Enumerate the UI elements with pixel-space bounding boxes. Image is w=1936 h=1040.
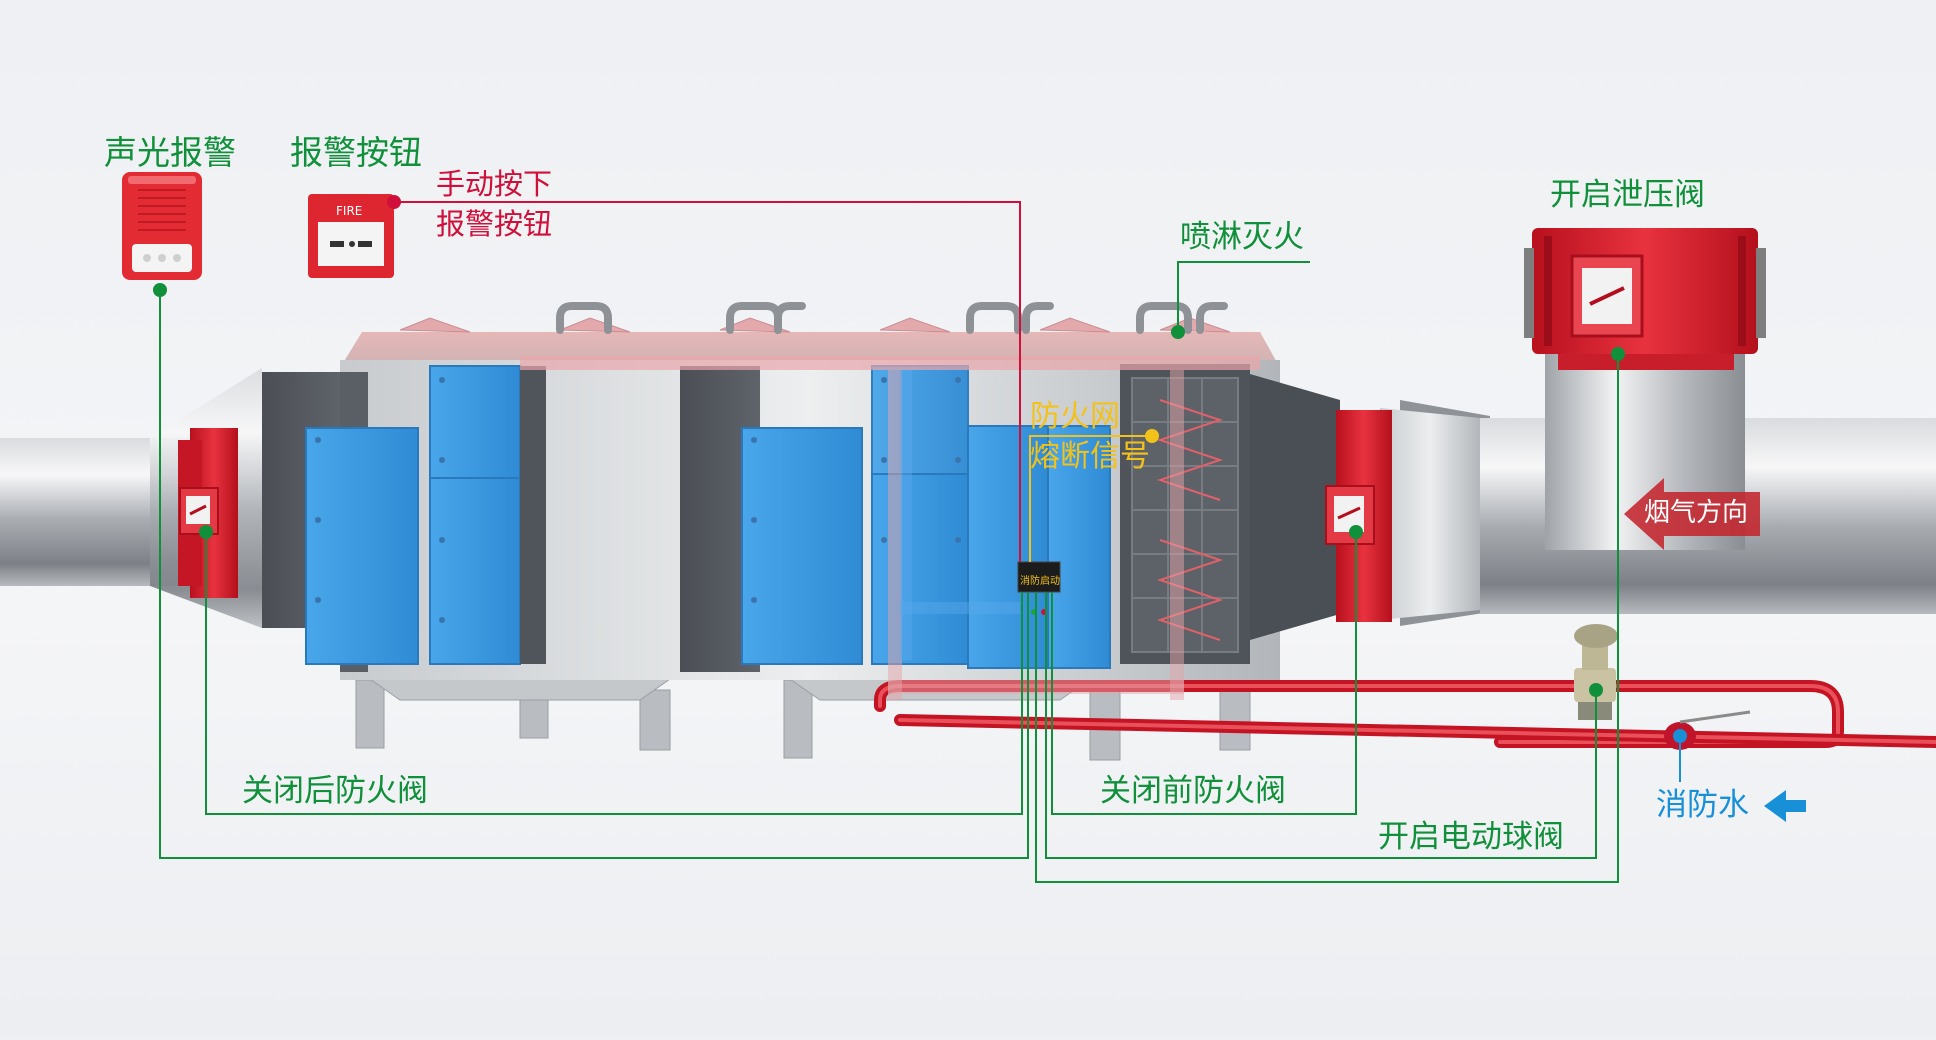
alarm-button-label: 报警按钮 <box>290 133 422 172</box>
fire-control-box <box>1017 561 1061 615</box>
rear-fire-damper <box>178 428 238 598</box>
signal-lines <box>159 201 1681 883</box>
alarm-button-device <box>308 194 394 278</box>
open-relief-valve-label: 开启泄压阀 <box>1550 177 1705 213</box>
front-fire-damper <box>1325 410 1392 622</box>
fire-water-label: 消防水 <box>1656 787 1749 823</box>
close-rear-damper-label: 关闭后防火阀 <box>242 773 428 809</box>
close-front-damper-label: 关闭前防火阀 <box>1100 773 1286 809</box>
connection-dots <box>153 195 1687 743</box>
purifier-unit <box>262 302 1340 700</box>
fire-water-inlet-arrow <box>1764 790 1806 822</box>
sound-light-alarm-device <box>122 172 202 280</box>
open-electric-ball-valve-label: 开启电动球阀 <box>1378 819 1564 855</box>
smoke-direction-arrow <box>1624 478 1760 550</box>
spray-extinguish-label: 喷淋灭火 <box>1180 222 1304 263</box>
manual-press-label-line2: 报警按钮 <box>436 207 553 241</box>
manual-press-label-line1: 手动按下 <box>436 167 553 201</box>
fire-water-pipes <box>874 680 1936 748</box>
fire-net-label-line1: 防火网 <box>1030 399 1120 434</box>
smoke-direction-label: 烟气方向 <box>1644 498 1749 528</box>
sound-light-alarm-label: 声光报警 <box>104 133 236 172</box>
fire-net-label-line2: 熔断信号 <box>1030 439 1150 474</box>
fire-button-text: FIRE <box>336 204 363 218</box>
fire-start-label: 消防启动 <box>1020 576 1060 587</box>
pressure-relief-valve <box>1524 228 1766 370</box>
